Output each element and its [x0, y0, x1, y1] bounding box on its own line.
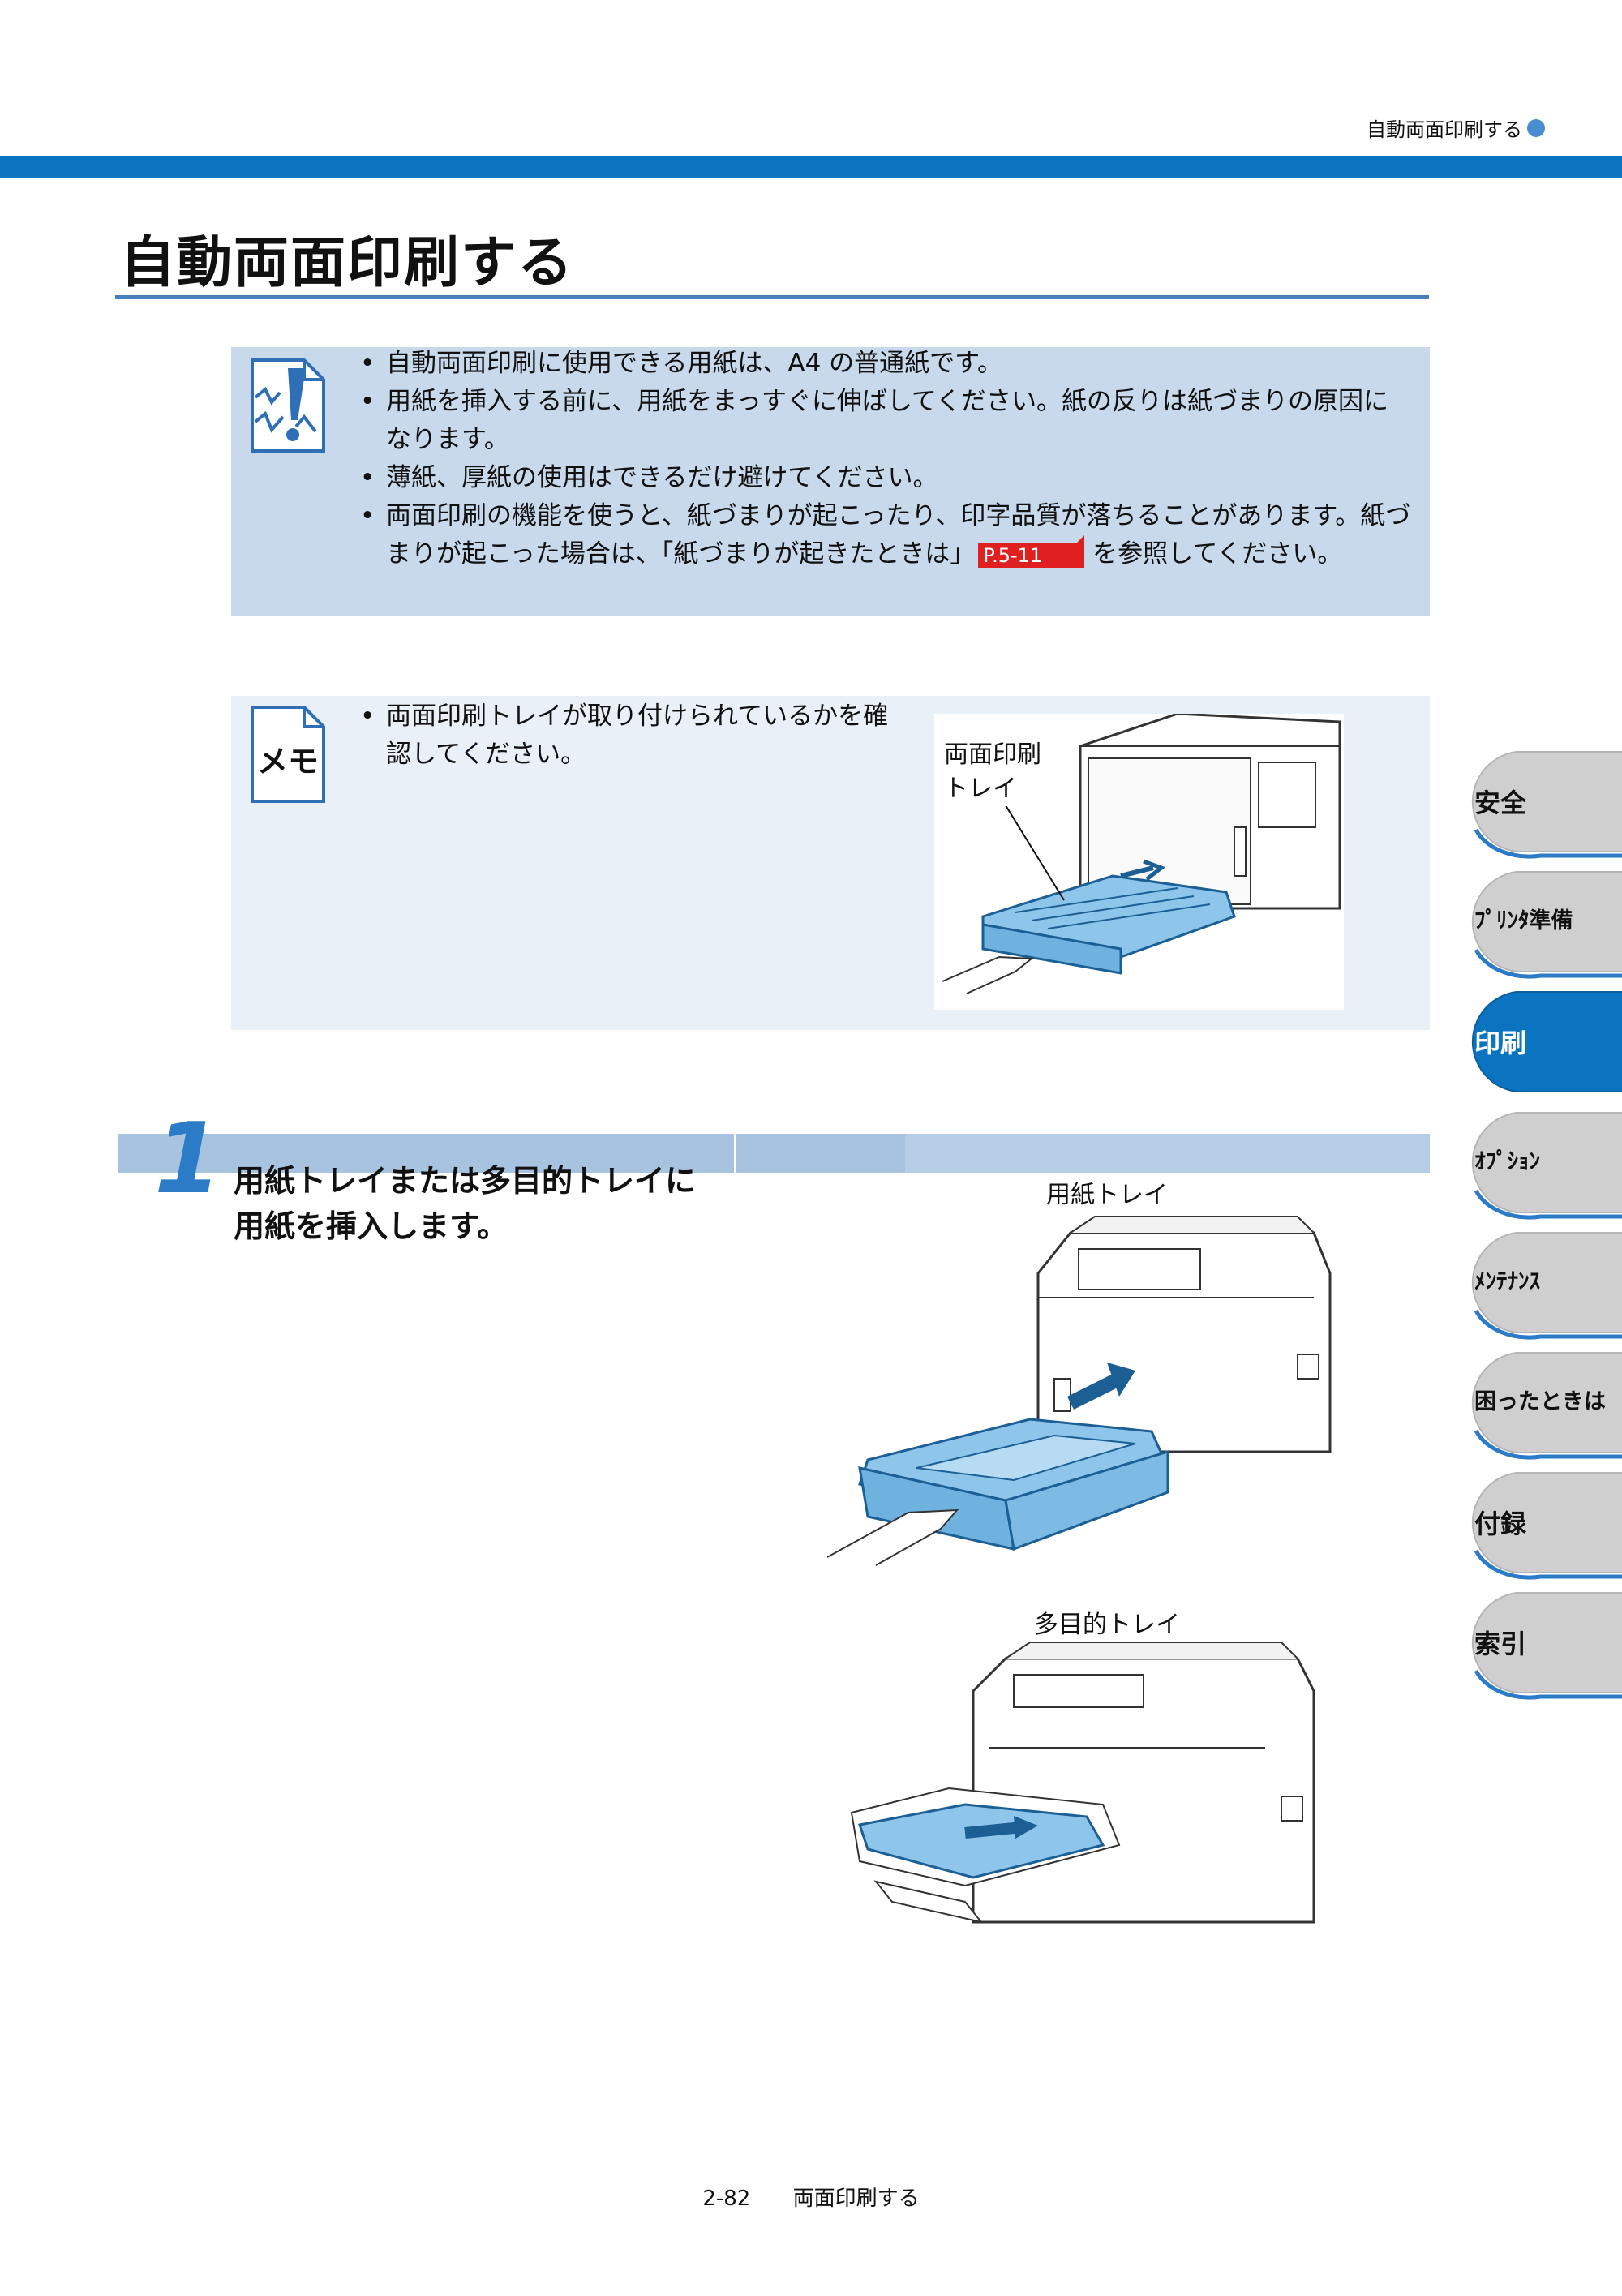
paper-tray-illustration: [826, 1208, 1346, 1598]
step-instruction-line2: 用紙を挿入します。: [234, 1208, 508, 1244]
reference-arrow-icon: [1052, 534, 1085, 568]
page-reference-label: P.5-11: [983, 543, 1043, 567]
side-tab-label: 困ったときは: [1474, 1389, 1606, 1414]
page-footer: 2-82 両面印刷する: [0, 2182, 1622, 2212]
running-head: 自動両面印刷する: [1367, 114, 1545, 142]
paper-tray-label: 用紙トレイ: [1046, 1181, 1168, 1209]
step-instruction: 用紙トレイまたは多目的トレイに 用紙を挿入します。: [234, 1158, 696, 1249]
duplex-tray-label: 両面印刷 トレイ: [941, 738, 1045, 806]
caution-item: 両面印刷の機能を使うと、紙づまりが起こったり、印字品質が落ちることがあります。紙…: [357, 497, 1411, 573]
bullet-dot-icon: [1527, 118, 1545, 137]
caution-item-text: 両面印刷の機能を使うと、紙づまりが起こったり、印字品質が落ちることがあります。紙…: [386, 501, 1411, 569]
side-tab-label: ﾌﾟﾘﾝﾀ準備: [1474, 908, 1573, 933]
page-number: 2-82: [702, 2187, 751, 2211]
duplex-tray-label-line2: トレイ: [944, 775, 1017, 803]
side-tab-label: 印刷: [1474, 1028, 1527, 1058]
caution-list: 自動両面印刷に使用できる用紙は、A4 の普通紙です。 用紙を挿入する前に、用紙を…: [357, 345, 1411, 573]
memo-list: 両面印刷トレイが取り付けられているかを確認してください。: [357, 697, 908, 774]
side-tab-appendix[interactable]: 付録: [1444, 1463, 1622, 1585]
side-tab-label: 索引: [1474, 1629, 1527, 1659]
memo-item: 両面印刷トレイが取り付けられているかを確認してください。: [357, 697, 908, 774]
caution-item: 薄紙、厚紙の使用はできるだけ避けてください。: [357, 459, 1411, 497]
footer-section-title: 両面印刷する: [792, 2187, 920, 2211]
side-tab-maintenance[interactable]: ﾒﾝﾃﾅﾝｽ: [1444, 1223, 1622, 1345]
side-tab-label: 付録: [1474, 1508, 1527, 1539]
memo-icon-text: メモ: [257, 744, 319, 779]
page-reference-link[interactable]: P.5-11: [978, 534, 1085, 568]
side-tab-printer-setup[interactable]: ﾌﾟﾘﾝﾀ準備: [1444, 862, 1622, 984]
side-tab-label: ｵﾌﾟｼｮﾝ: [1474, 1149, 1540, 1174]
duplex-tray-label-line1: 両面印刷: [944, 740, 1041, 769]
side-tab-label: ﾒﾝﾃﾅﾝｽ: [1474, 1269, 1540, 1294]
step-header-bar: [118, 1134, 1430, 1173]
side-tab-troubleshooting[interactable]: 困ったときは: [1444, 1343, 1622, 1465]
caution-item: 用紙を挿入する前に、用紙をまっすぐに伸ばしてください。紙の反りは紙づまりの原因に…: [357, 383, 1411, 459]
page-title: 自動両面印刷する: [120, 231, 575, 295]
running-head-text: 自動両面印刷する: [1367, 118, 1522, 141]
step-header-divider: [734, 1134, 736, 1173]
side-tab-safety[interactable]: 安全: [1444, 742, 1622, 864]
memo-icon: メモ: [247, 704, 328, 805]
step-instruction-line1: 用紙トレイまたは多目的トレイに: [234, 1163, 697, 1199]
title-underline: [115, 295, 1429, 299]
mp-tray-illustration: [843, 1642, 1346, 1946]
top-color-band: [0, 156, 1622, 178]
mp-tray-label: 多目的トレイ: [1034, 1611, 1180, 1639]
side-tab-printing[interactable]: 印刷: [1444, 982, 1622, 1104]
caution-item-text-after: を参照してください。: [1092, 539, 1343, 569]
caution-icon: [247, 357, 328, 454]
side-tab-label: 安全: [1474, 788, 1527, 818]
duplex-tray-illustration: [934, 712, 1344, 1010]
caution-item: 自動両面印刷に使用できる用紙は、A4 の普通紙です。: [357, 345, 1411, 383]
side-tab-index[interactable]: 索引: [1444, 1583, 1622, 1705]
step-number: 1: [154, 1103, 222, 1216]
side-tab-options[interactable]: ｵﾌﾟｼｮﾝ: [1444, 1103, 1622, 1225]
